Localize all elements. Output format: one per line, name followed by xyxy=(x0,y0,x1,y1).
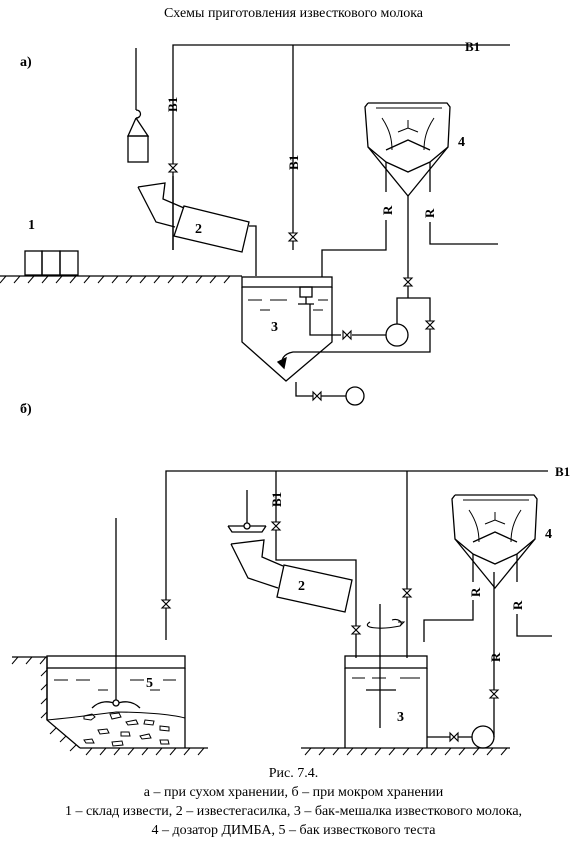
pump-icon xyxy=(385,323,409,347)
pipe-label: В1 xyxy=(555,464,570,479)
water-main-line xyxy=(165,470,548,640)
panel-b: б) В1 В1 2 xyxy=(11,402,570,756)
valve-icon xyxy=(288,232,298,242)
panel-b-label: б) xyxy=(20,402,32,417)
lime-slaker-2: 2 xyxy=(276,564,353,613)
doser-dimba-4: 4 xyxy=(451,494,552,590)
item-number: 4 xyxy=(458,135,465,150)
item-number: 4 xyxy=(545,527,552,542)
lime-slaker-2: 2 xyxy=(173,205,250,253)
caption-line-1: а – при сухом хранении, б – при мокром х… xyxy=(143,785,444,800)
valve-icon xyxy=(351,625,361,635)
hopper-chute xyxy=(137,182,185,209)
doser-dimba-4: 4 xyxy=(364,102,465,198)
lime-paste-tank-5: 5 xyxy=(46,518,186,749)
valve-icon xyxy=(342,330,352,340)
pipe-label: R xyxy=(380,205,395,215)
valve-icon xyxy=(402,588,412,598)
pipe-label: R xyxy=(422,208,437,218)
valve-icon xyxy=(271,521,281,531)
figure-title: Схемы приготовления известкового молока xyxy=(163,6,424,21)
item-number: 1 xyxy=(28,218,35,233)
mixing-tank-3: 3 xyxy=(241,276,431,382)
pipe-label: R xyxy=(488,652,503,662)
valve-icon xyxy=(403,277,413,287)
valve-icon xyxy=(312,391,322,401)
item-number: 2 xyxy=(298,579,305,594)
item-number: 5 xyxy=(146,676,153,691)
pipe-label: В1 xyxy=(286,155,301,170)
crane-hook-icon xyxy=(126,48,150,163)
pipe-label: R xyxy=(468,587,483,597)
item-number: 2 xyxy=(195,222,202,237)
pipe-label: В1 xyxy=(165,97,180,112)
lime-store-1: 1 xyxy=(24,218,79,276)
mixing-tank-3: 3 xyxy=(344,604,428,748)
pump-icon xyxy=(471,725,495,749)
pipe-label: В1 xyxy=(269,492,284,507)
valve-icon xyxy=(489,689,499,699)
pump-icon xyxy=(345,386,365,406)
valve-icon xyxy=(425,320,435,330)
item-number: 3 xyxy=(397,710,404,725)
panel-a: а) В1 В1 В1 2 1 xyxy=(0,39,510,406)
item-number: 3 xyxy=(271,320,278,335)
valve-icon xyxy=(449,732,459,742)
caption-line-3: 4 – дозатор ДИМБА, 5 – бак известкового … xyxy=(151,823,436,838)
lime-feeder xyxy=(227,490,284,589)
valve-icon xyxy=(168,163,178,173)
caption-line-2: 1 – склад извести, 2 – известегасилка, 3… xyxy=(64,804,523,819)
figure-number: Рис. 7.4. xyxy=(268,766,319,781)
pipe-label: В1 xyxy=(465,39,480,54)
valve-icon xyxy=(161,599,171,609)
pipe-label: R xyxy=(510,600,525,610)
panel-a-label: а) xyxy=(20,55,32,70)
